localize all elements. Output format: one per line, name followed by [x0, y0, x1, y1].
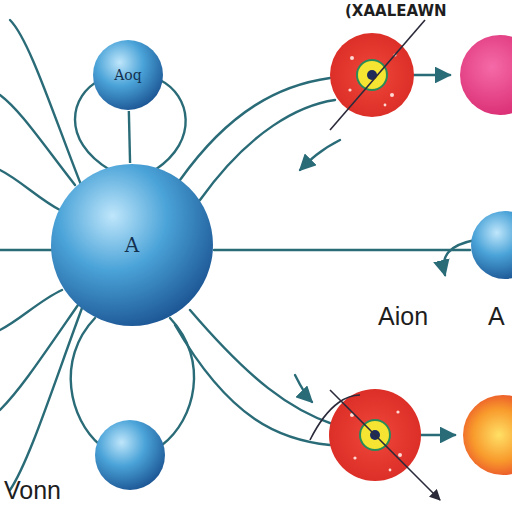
bond-line [129, 111, 130, 163]
red-particle [330, 33, 414, 117]
small-atom-circle: Aoq [92, 39, 164, 111]
particle-label: Aion [378, 302, 428, 331]
node-text: Aoq [114, 67, 142, 83]
garbled-heading: (XAALEAWN [345, 2, 446, 20]
nucleus-circle: A [50, 163, 214, 327]
corner-label: Vonn [4, 476, 61, 505]
particle-label: A [488, 302, 505, 331]
node-text: A [125, 233, 139, 257]
